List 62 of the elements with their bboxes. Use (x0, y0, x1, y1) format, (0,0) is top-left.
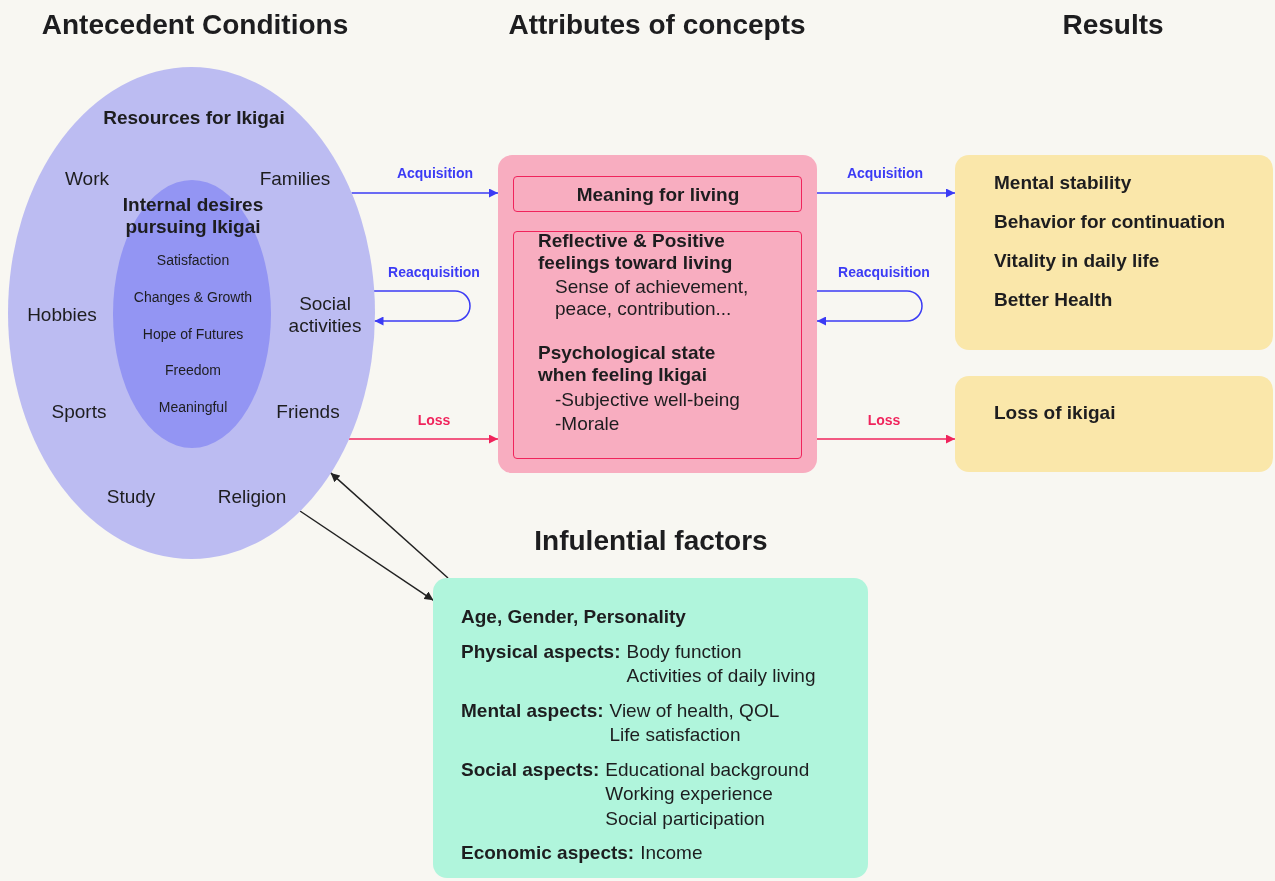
resource-text: Social activities (287, 293, 363, 337)
column-heading: Antecedent Conditions (41, 9, 349, 41)
result-text: Loss of ikigai (994, 402, 1116, 424)
edge-label: Acquisition (394, 165, 476, 181)
desire-text: Satisfaction (156, 251, 230, 269)
result-box (955, 376, 1273, 472)
resource-text: Sports (51, 401, 107, 423)
arrow (350, 188, 499, 198)
ellipse-heading: Internal desires pursuing Ikigai (121, 194, 265, 238)
result-text: Better Health (994, 289, 1113, 311)
column-heading: Results (1062, 9, 1164, 41)
ellipse-heading: Resources for Ikigai (103, 107, 285, 129)
section-heading: Reflective & Positive feelings toward living (538, 230, 734, 274)
desire-text: Hope of Futures (142, 325, 244, 343)
resource-text: Hobbies (27, 304, 97, 326)
edge-label: Acquisition (844, 165, 926, 181)
concept-box (513, 176, 802, 212)
edge-label: Loss (865, 412, 903, 428)
column-heading: Attributes of concepts (508, 9, 806, 41)
arrow (816, 188, 956, 198)
factor-label: Mental aspects: (461, 698, 604, 723)
result-text: Vitality in daily life (994, 250, 1160, 272)
factor-text: Activities of daily living (626, 664, 816, 688)
factor-text: Body function (626, 639, 743, 664)
section-text: -Subjective well-being (555, 389, 740, 411)
resource-text: Families (259, 168, 331, 190)
factor-label: Age, Gender, Personality (461, 605, 686, 629)
resource-text: Religion (217, 486, 287, 508)
result-text: Mental stability (994, 172, 1132, 194)
section-text: Sense of achievement, peace, contribution... (555, 276, 750, 320)
arrow (348, 434, 499, 444)
desire-text: Changes & Growth (133, 288, 253, 306)
factor-label: Economic aspects: (461, 841, 635, 865)
edge-label: Reacquisition (836, 264, 932, 280)
section-text: -Morale (555, 413, 620, 435)
factor-text: Social participation (605, 806, 766, 831)
factor-text: Educational background (605, 757, 810, 782)
factor-text: Life satisfaction (609, 723, 742, 747)
arrow (373, 290, 471, 326)
arrow (816, 290, 923, 326)
section-heading: Psychological state when feeling Ikigai (538, 342, 717, 386)
section-heading: Infulential factors (534, 524, 768, 558)
factor-text: Working experience (605, 782, 774, 806)
resource-text: Study (106, 486, 156, 508)
resource-text: Friends (276, 401, 340, 423)
edge-label: Reacquisition (386, 264, 482, 280)
result-box (955, 155, 1273, 350)
resource-text: Work (65, 168, 109, 190)
edge-label: Loss (415, 412, 453, 428)
desire-text: Freedom (165, 361, 221, 379)
arrow (299, 510, 435, 602)
attribute-panel (498, 155, 817, 473)
box-heading: Meaning for living (576, 184, 740, 206)
arrow (816, 434, 956, 444)
arrow (329, 472, 449, 579)
factor-text: View of health, QOL (609, 698, 780, 723)
factor-text: Income (640, 841, 703, 865)
desire-text: Meaningful (158, 398, 228, 416)
factor-label: Social aspects: (461, 757, 600, 782)
factor-label: Physical aspects: (461, 639, 621, 664)
concept-box (513, 231, 802, 459)
result-text: Behavior for continuation (994, 211, 1226, 233)
